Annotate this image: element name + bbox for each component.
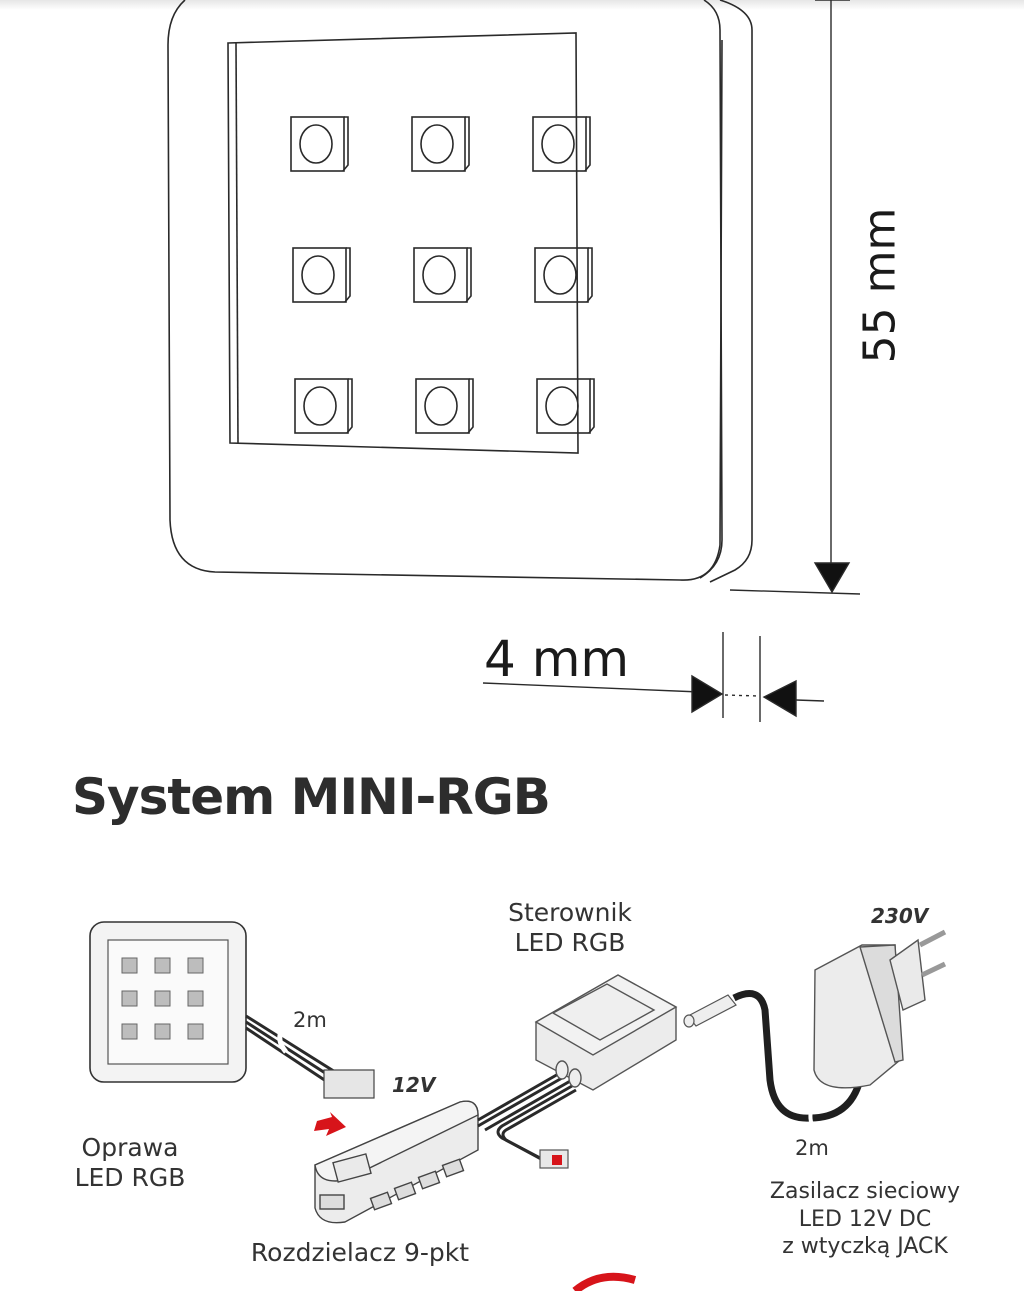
mini-led	[154, 957, 171, 974]
dimension-4-leader	[482, 682, 701, 693]
mini-led	[154, 990, 171, 1007]
mini-led	[154, 1023, 171, 1040]
power-cable-break	[808, 1107, 816, 1131]
jack-plug	[683, 994, 737, 1028]
fixture-icon	[89, 921, 247, 1083]
power-supply-label-line1: Zasilacz sieciowy	[769, 1179, 961, 1204]
fixture-outer-frame	[167, 0, 723, 581]
controller-label-line1: Sterownik	[508, 898, 632, 927]
dimension-55-label: 55 mm	[854, 207, 906, 364]
led-chip-edge	[346, 378, 353, 434]
led-lens	[422, 255, 456, 295]
controller-icon	[534, 974, 678, 1091]
led-lens	[543, 255, 577, 295]
mini-led	[121, 1023, 138, 1040]
fixture-label-line2: LED RGB	[74, 1163, 186, 1192]
power-supply-voltage: 230V	[871, 904, 929, 928]
fixture-inner-panel	[227, 32, 579, 454]
logo-arc	[572, 1272, 637, 1291]
controller-output-plug-tip	[552, 1155, 562, 1165]
led-lens	[541, 124, 575, 164]
dimension-4-tail	[795, 699, 825, 702]
top-shadow	[0, 0, 1024, 10]
dimension-4-arrow-right	[762, 679, 797, 718]
controller-label-line2: LED RGB	[514, 928, 626, 957]
led-chip	[536, 378, 591, 434]
dimension-4-dotted	[724, 694, 759, 697]
fixture-connector	[323, 1069, 375, 1099]
led-chip-edge	[584, 116, 591, 172]
led-chip	[413, 247, 468, 303]
led-chip-edge	[467, 378, 474, 434]
dimension-55-bottom-line	[729, 589, 861, 595]
controller-cables	[477, 1071, 577, 1162]
power-supply-label: Zasilacz sieciowy LED 12V DC z wtyczką J…	[760, 1178, 970, 1261]
led-lens	[424, 386, 458, 426]
led-chip	[532, 116, 587, 172]
led-chip-edge	[588, 378, 595, 434]
mini-led	[121, 990, 138, 1007]
fixture-inner-panel-edge	[235, 42, 239, 444]
led-chip-edge	[586, 247, 593, 303]
led-chip-edge	[344, 247, 351, 303]
fixture-side-inner	[699, 0, 723, 579]
power-cable	[732, 990, 864, 1122]
led-grid	[290, 116, 595, 434]
led-chip	[415, 378, 470, 434]
dimension-4-label: 4 mm	[484, 630, 630, 688]
led-lens	[301, 255, 335, 295]
splitter-label: Rozdzielacz 9-pkt	[250, 1238, 470, 1267]
led-chip-edge	[342, 116, 349, 172]
led-chip	[534, 247, 589, 303]
fixture-label-line1: Oprawa	[81, 1133, 179, 1162]
power-cable-length: 2m	[795, 1136, 829, 1160]
red-insert-arrow	[314, 1112, 346, 1136]
dimension-55-arrow	[813, 562, 851, 594]
led-chip-edge	[463, 116, 470, 172]
power-supply-label-line2: LED 12V DC	[798, 1206, 932, 1232]
splitter-voltage: 12V	[392, 1073, 436, 1097]
led-chip	[294, 378, 349, 434]
mini-led	[187, 957, 204, 974]
fixture-label: Oprawa LED RGB	[60, 1133, 200, 1193]
mini-led	[121, 957, 138, 974]
led-chip	[292, 247, 347, 303]
led-chip	[290, 116, 345, 172]
dimension-4-arrow-left	[691, 674, 724, 714]
fixture-cable-length: 2m	[293, 1008, 327, 1032]
splitter-icon	[314, 1100, 479, 1224]
led-chip	[411, 116, 466, 172]
controller-label: Sterownik LED RGB	[490, 898, 650, 958]
system-title: System MINI-RGB	[72, 768, 551, 826]
mini-led	[187, 1023, 204, 1040]
mini-led	[187, 990, 204, 1007]
fixture-mini-leds	[121, 957, 204, 1040]
led-lens	[303, 386, 337, 426]
led-lens	[299, 124, 333, 164]
fixture-technical-drawing	[167, 0, 861, 722]
led-lens	[420, 124, 454, 164]
led-lens	[545, 386, 579, 426]
power-supply-label-line3: z wtyczką JACK	[782, 1234, 948, 1259]
led-chip-edge	[465, 247, 472, 303]
fixture-side-edge	[709, 0, 753, 583]
controller-output-plug	[539, 1149, 569, 1169]
power-adapter-icon	[813, 929, 947, 1089]
fixture-cable-break	[277, 1028, 288, 1054]
